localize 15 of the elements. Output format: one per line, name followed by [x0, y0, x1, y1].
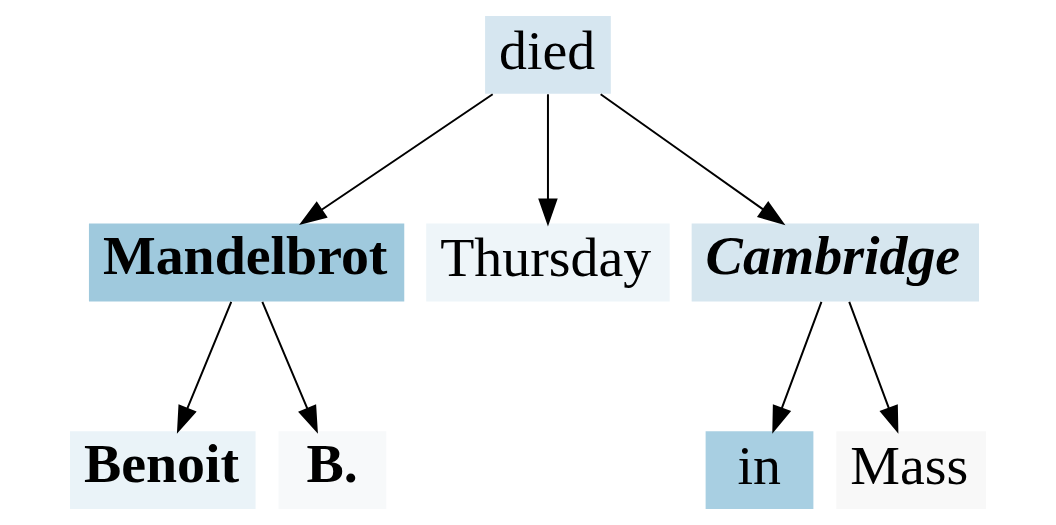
node-box: died [485, 16, 611, 94]
arrow [599, 93, 786, 226]
arrow [772, 300, 823, 434]
node-box: Mass [836, 431, 986, 509]
arrow [538, 93, 558, 227]
node-box: Cambridge [691, 223, 980, 302]
node-box: Benoit [70, 431, 256, 509]
arrow [261, 300, 318, 434]
arrow [848, 300, 899, 434]
node-box: B. [278, 431, 387, 509]
node-box: in [705, 431, 814, 509]
arrow [176, 300, 233, 434]
arrow [299, 93, 494, 226]
node-box: Thursday [426, 223, 670, 302]
node-box: Mandelbrot [88, 223, 405, 302]
